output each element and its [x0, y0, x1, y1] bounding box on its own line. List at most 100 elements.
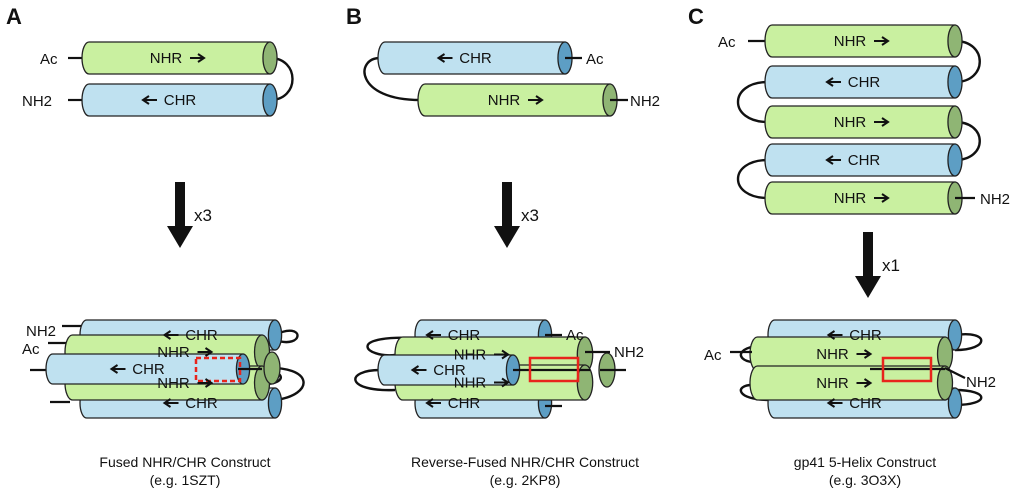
- ac-terminus-label: Ac: [40, 51, 58, 68]
- highlight-box: [881, 356, 933, 383]
- direction-arrow-icon: [494, 349, 510, 360]
- terminus-line: [944, 367, 966, 379]
- nhr-label: NHR: [834, 114, 867, 131]
- direction-arrow-icon: [197, 347, 214, 357]
- chr-label: CHR: [433, 362, 466, 379]
- pdb-example: (e.g. 2KP8): [490, 472, 561, 488]
- multiplier-label: x1: [882, 256, 900, 275]
- chr-helix-cylinder: [764, 65, 963, 99]
- nh2-terminus-label: NH2: [614, 344, 644, 361]
- direction-arrow-icon: [190, 53, 206, 63]
- nhr-cap: [947, 24, 963, 58]
- direction-arrow-icon: [874, 193, 890, 203]
- chr-cap: [947, 65, 963, 99]
- linker-loop: [363, 56, 421, 102]
- linker-loop: [354, 368, 396, 392]
- direction-arrow-icon: [410, 365, 427, 375]
- transform-arrow-icon: [855, 232, 881, 298]
- chr-helix-cylinder: [377, 41, 573, 75]
- nhr-label: NHR: [816, 375, 849, 392]
- multiplier-label: x3: [521, 206, 539, 225]
- direction-arrow-icon: [826, 330, 843, 340]
- nhr-label: NHR: [816, 346, 849, 363]
- transform-arrow-icon: [167, 182, 193, 248]
- nhr-label: NHR: [157, 375, 190, 392]
- direction-arrow-icon: [109, 364, 126, 374]
- direction-arrow-icon: [425, 398, 441, 408]
- chr-label: CHR: [448, 395, 481, 412]
- chr-label: CHR: [132, 361, 165, 378]
- nhr-cap: [947, 105, 963, 139]
- nhr-label: NHR: [834, 190, 867, 207]
- nhr-label: NHR: [834, 33, 867, 50]
- nhr-cap: [936, 365, 954, 401]
- direction-arrow-icon: [856, 378, 873, 388]
- nhr-helix-cylinder: [764, 105, 963, 139]
- chr-cap: [947, 143, 963, 177]
- linker-loop: [954, 39, 981, 84]
- linker-loop: [954, 388, 983, 407]
- panel-caption: Fused NHR/CHR Construct: [99, 454, 270, 470]
- direction-arrow-icon: [494, 377, 510, 388]
- direction-arrow-icon: [874, 36, 890, 46]
- nhr-label: NHR: [150, 50, 183, 67]
- linker-loop: [954, 120, 981, 162]
- chr-cap: [267, 319, 283, 351]
- chr-label: CHR: [448, 327, 481, 344]
- direction-arrow-icon: [197, 378, 214, 388]
- chr-label: CHR: [849, 327, 882, 344]
- direction-arrow-icon: [436, 53, 453, 63]
- chr-label: CHR: [459, 50, 492, 67]
- pdb-example: (e.g. 1SZT): [150, 472, 221, 488]
- chr-label: CHR: [848, 152, 881, 169]
- direction-arrow-icon: [528, 95, 544, 105]
- ac-terminus-label: Ac: [22, 341, 40, 358]
- chr-cap: [947, 319, 963, 351]
- chr-helix-cylinder: [764, 143, 963, 177]
- chr-label: CHR: [185, 395, 218, 412]
- nh2-terminus-label: NH2: [980, 191, 1010, 208]
- transform-arrow-icon: [494, 182, 520, 248]
- linker-loop: [737, 80, 769, 124]
- panel-letter-a: A: [6, 4, 22, 29]
- direction-arrow-icon: [825, 155, 841, 165]
- direction-arrow-icon: [162, 330, 179, 340]
- nh2-terminus-label: NH2: [26, 323, 56, 340]
- nh2-terminus-label: NH2: [966, 374, 996, 391]
- nh2-terminus-label: NH2: [22, 93, 52, 110]
- panel-letter-b: B: [346, 4, 362, 29]
- chr-label: CHR: [848, 74, 881, 91]
- panel-caption: gp41 5-Helix Construct: [794, 454, 937, 470]
- linker-loop: [954, 333, 983, 352]
- nh2-terminus-label: NH2: [630, 93, 660, 110]
- chr-cap: [267, 387, 283, 419]
- direction-arrow-icon: [826, 398, 843, 408]
- ac-terminus-label: Ac: [586, 51, 604, 68]
- highlight-box: [194, 356, 242, 383]
- nhr-cap: [262, 41, 278, 75]
- linker-loop: [737, 158, 769, 200]
- chr-label: CHR: [849, 395, 882, 412]
- multiplier-label: x3: [194, 206, 212, 225]
- direction-arrow-icon: [874, 117, 890, 127]
- nhr-helix-cylinder: [764, 24, 963, 58]
- nhr-label: NHR: [454, 347, 487, 364]
- nhr-cap: [263, 351, 281, 385]
- ac-terminus-label: Ac: [718, 34, 736, 51]
- nhr-helix-cylinder: [749, 365, 954, 401]
- chr-helix-cylinder: [81, 83, 278, 117]
- nhr-label: NHR: [157, 344, 190, 361]
- chr-label: CHR: [164, 92, 197, 109]
- nhr-helix-cylinder: [81, 41, 278, 75]
- panel-caption: Reverse-Fused NHR/CHR Construct: [411, 454, 639, 470]
- nhr-cap: [576, 364, 594, 401]
- direction-arrow-icon: [141, 95, 157, 105]
- nhr-label: NHR: [454, 375, 487, 392]
- chr-cap: [947, 387, 963, 419]
- panel-letter-c: C: [688, 4, 704, 29]
- direction-arrow-icon: [425, 330, 441, 340]
- chr-cap: [262, 83, 278, 117]
- ac-terminus-label: Ac: [704, 347, 722, 364]
